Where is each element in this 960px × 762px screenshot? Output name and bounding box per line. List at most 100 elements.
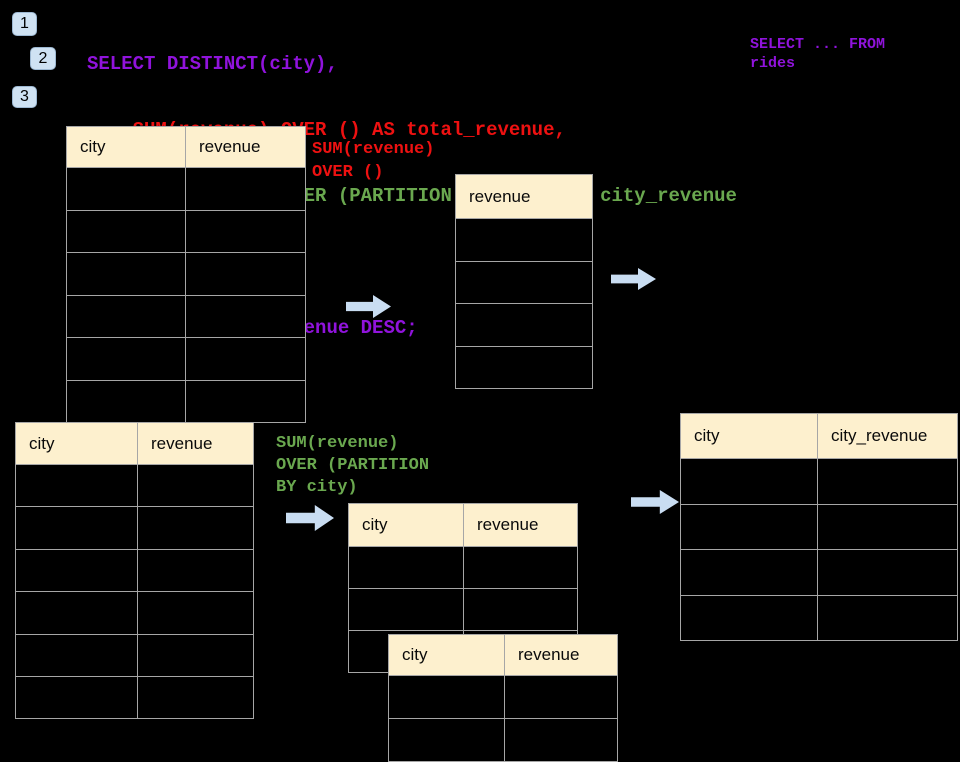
table-cell — [67, 381, 185, 423]
step-badge-3: 3 — [12, 86, 37, 108]
table-row — [16, 506, 253, 549]
table-row — [681, 458, 957, 504]
table-row — [16, 464, 253, 507]
table-row — [67, 379, 305, 423]
table-row — [681, 549, 957, 595]
from-rides-note: SELECT ... FROM rides — [750, 36, 886, 72]
table-header-row: city revenue — [67, 127, 305, 167]
table-cell — [185, 295, 305, 337]
table-cell — [456, 219, 592, 261]
table-row — [67, 337, 305, 380]
column-header-revenue: revenue — [469, 186, 531, 206]
table-cell — [817, 504, 957, 549]
table-cell — [349, 547, 463, 588]
table-cell — [185, 168, 305, 210]
table-cell — [463, 547, 577, 588]
table-cell — [185, 253, 305, 295]
sql-line-select: SELECT DISTINCT(city), — [87, 53, 338, 75]
table-cell — [16, 550, 137, 591]
column-header-city: city — [29, 433, 55, 453]
table-row — [16, 633, 253, 676]
table-cell — [137, 592, 253, 634]
table-row — [456, 260, 592, 304]
table-cell — [185, 380, 305, 422]
column-header-revenue: revenue — [504, 635, 617, 675]
table-row — [456, 303, 592, 346]
table-row — [16, 548, 253, 592]
table-body — [456, 218, 592, 388]
table-row — [349, 588, 577, 630]
table-cell — [681, 596, 817, 641]
table-body — [681, 458, 957, 640]
table-cell — [817, 459, 957, 504]
table-cell — [67, 168, 185, 210]
table-header-row: revenue — [456, 175, 592, 218]
table-cell — [681, 550, 817, 595]
table-cell — [504, 719, 617, 761]
table-cell — [185, 338, 305, 380]
city-revenue-result-table: city city_revenue — [680, 413, 958, 641]
total-revenue-result-table: revenue — [455, 174, 593, 389]
table-header-row: city city_revenue — [681, 414, 957, 458]
table-row — [349, 546, 577, 588]
table-row — [389, 675, 617, 718]
table-cell — [137, 507, 253, 549]
table-row — [681, 503, 957, 550]
column-header-revenue: revenue — [463, 504, 577, 546]
table-header-row: city revenue — [389, 635, 617, 675]
step-badge-1: 1 — [12, 12, 37, 36]
table-cell — [137, 549, 253, 592]
table-cell — [389, 676, 504, 718]
table-cell — [67, 253, 185, 295]
table-row — [456, 218, 592, 261]
table-cell — [185, 210, 305, 252]
table-body — [16, 464, 253, 719]
arrow-right-icon — [631, 490, 679, 514]
table-cell — [137, 465, 253, 507]
table-row — [67, 252, 305, 295]
column-header-city-revenue: city_revenue — [817, 414, 957, 458]
table-cell — [16, 635, 137, 676]
sum-over-note: SUM(revenue) OVER () — [312, 140, 435, 182]
table-cell — [463, 589, 577, 630]
table-row — [67, 167, 305, 210]
table-header-row: city revenue — [349, 504, 577, 546]
table-cell — [817, 595, 957, 640]
table-cell — [16, 677, 137, 718]
table-row — [16, 591, 253, 634]
table-body — [389, 675, 617, 761]
table-cell — [456, 304, 592, 346]
table-cell — [16, 507, 137, 548]
table-cell — [16, 592, 137, 633]
column-header-revenue: revenue — [137, 423, 253, 464]
table-row — [67, 294, 305, 337]
table-cell — [504, 676, 617, 718]
column-header-city: city — [362, 515, 388, 534]
table-row — [67, 209, 305, 252]
table-row — [456, 345, 592, 389]
table-row — [681, 594, 957, 641]
table-body — [67, 167, 305, 422]
table-cell — [16, 465, 137, 506]
table-cell — [681, 505, 817, 550]
source-table-bottom: city revenue — [15, 422, 254, 720]
table-cell — [456, 262, 592, 304]
table-row — [389, 718, 617, 761]
arrow-right-icon — [286, 505, 334, 531]
sum-over-partition-note: SUM(revenue) OVER (PARTITION BY city) — [276, 434, 430, 497]
table-cell — [137, 634, 253, 676]
column-header-city: city — [402, 645, 428, 664]
step-badge-2: 2 — [30, 47, 56, 70]
column-header-city: city — [80, 137, 106, 156]
table-cell — [349, 589, 463, 630]
column-header-city: city — [694, 426, 720, 445]
table-cell — [389, 719, 504, 761]
table-cell — [456, 347, 592, 389]
table-header-row: city revenue — [16, 423, 253, 464]
table-cell — [817, 550, 957, 595]
partition-table-2: city revenue — [388, 634, 618, 762]
table-cell — [67, 338, 185, 380]
table-row — [16, 675, 253, 719]
column-header-revenue: revenue — [185, 127, 305, 167]
table-cell — [681, 459, 817, 504]
